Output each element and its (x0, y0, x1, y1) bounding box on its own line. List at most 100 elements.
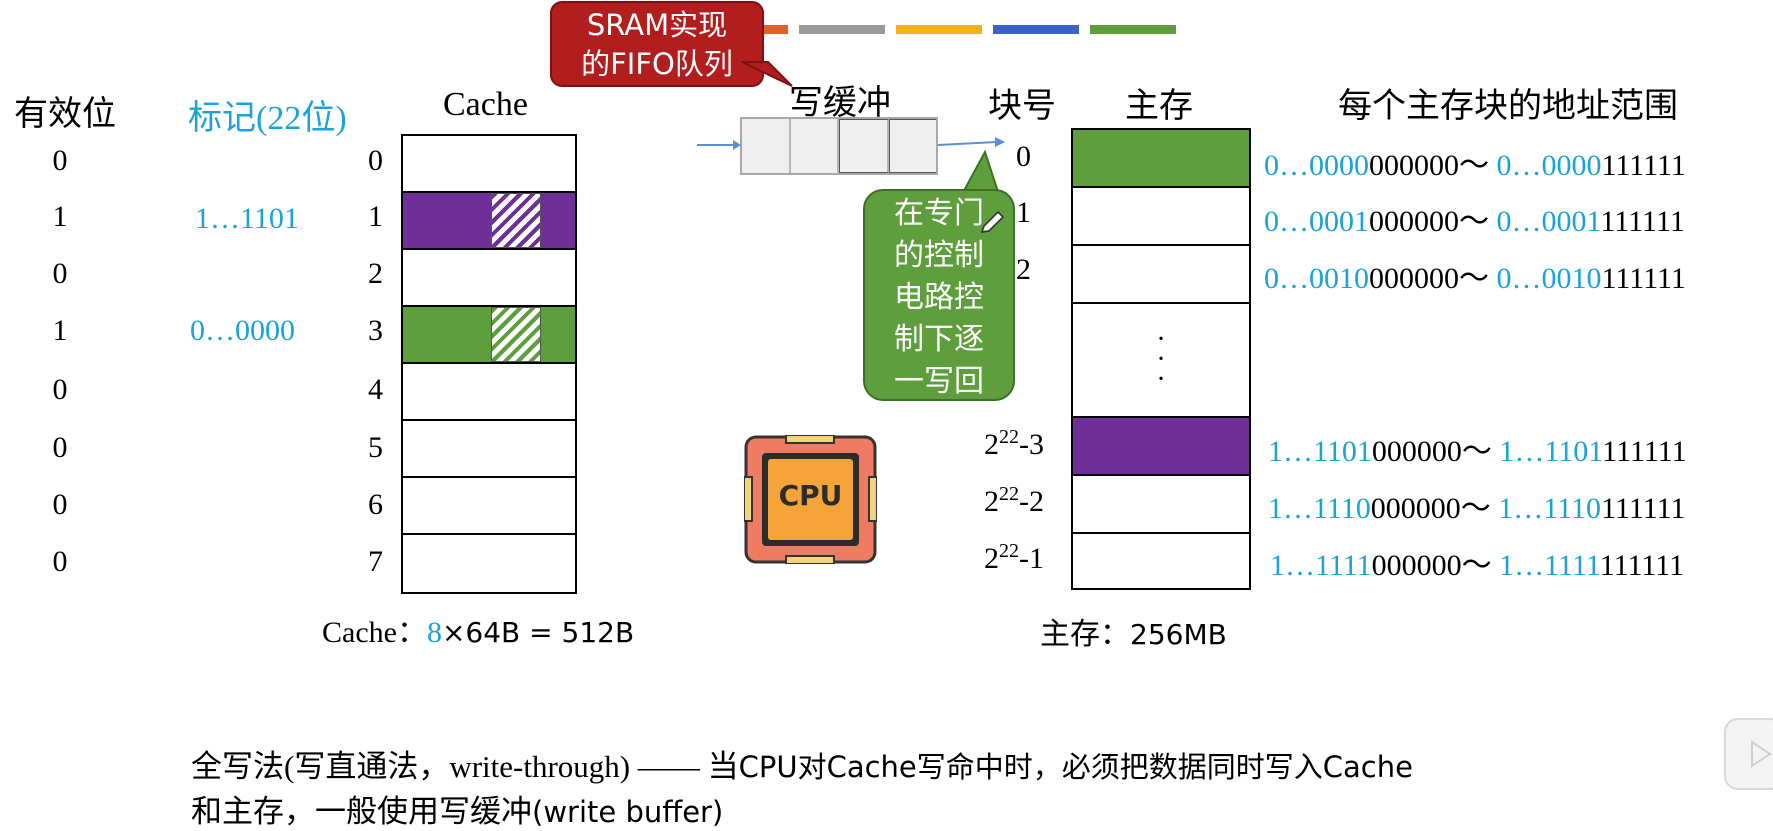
range-high-bits: 1…1110 (1268, 492, 1371, 525)
write-buffer (740, 117, 938, 175)
memory-block-n3 (1073, 418, 1249, 476)
control-callout-line: 一写回 (894, 364, 984, 399)
valid-bit-6: 0 (52, 488, 68, 521)
cache-table (401, 134, 577, 594)
valid-bit-0: 0 (52, 144, 68, 177)
range-high-bits: 1…1110 (1498, 492, 1602, 525)
description-text: CPU对Cache写命中时，必须把数据同时写入Cache (738, 750, 1413, 784)
pencil-icon (980, 210, 1005, 233)
cache-line-count: 8 (426, 616, 442, 649)
description-text: 全写法(写直通法，write-through) —— 当 (191, 749, 739, 784)
write-buffer-slot-purple (839, 119, 889, 173)
play-button[interactable] (1724, 718, 1773, 790)
range-low-bits: 000000～ (1369, 262, 1497, 295)
range-low-bits: 111111 (1601, 149, 1686, 182)
block-number-0: 0 (1016, 140, 1031, 173)
range-high-bits: 0…0001 (1496, 205, 1601, 238)
sram-callout-line2: 的FIFO队列 (581, 47, 733, 81)
valid-bit-7: 0 (52, 545, 68, 578)
dirty-block-hatch (491, 193, 541, 248)
control-callout-line: 电路控 (894, 280, 984, 315)
tag-row-1: 1…1101 (195, 202, 299, 235)
block-number-base: 2 (984, 485, 999, 518)
cpu-icon: CPU (744, 435, 877, 564)
range-low-bits: 111111 (1601, 492, 1686, 525)
memory-block-1 (1073, 188, 1249, 246)
block-number-n2: 222-2 (984, 483, 1044, 519)
block-number-offset: -1 (1019, 542, 1044, 575)
cpu-label: CPU (778, 479, 843, 512)
range-high-bits: 1…1101 (1268, 435, 1372, 468)
memory-block-2 (1073, 246, 1249, 304)
range-high-bits: 0…0010 (1264, 262, 1369, 295)
cache-caption-suffix: ×64B = 512B (441, 616, 635, 649)
range-high-bits: 1…1111 (1270, 549, 1372, 582)
block-number-base: 2 (984, 428, 999, 461)
address-range-2: 0…0010000000～ 0…0010111111 (1264, 253, 1686, 297)
write-through-description-line2: 和主存，一般使用写缓冲(write buffer) (191, 786, 723, 831)
block-number-header: 块号 (988, 88, 1056, 125)
valid-bit-header: 有效位 (14, 96, 116, 133)
control-callout-line: 在专门 (894, 196, 984, 231)
cache-index-5: 5 (368, 431, 383, 464)
range-high-bits: 0…0001 (1264, 205, 1369, 238)
cache-line-1 (403, 193, 575, 250)
main-memory-header: 主存 (1125, 88, 1193, 125)
memory-block-ellipsis: ··· (1073, 304, 1249, 418)
range-low-bits: 111111 (1601, 262, 1686, 295)
sram-fifo-callout: SRAM实现 的FIFO队列 (550, 1, 764, 87)
range-high-bits: 0…0010 (1496, 262, 1602, 295)
memory-caption-value: 256MB (1130, 618, 1227, 651)
cache-line-2 (403, 250, 575, 307)
color-strip-gray (799, 25, 885, 34)
cache-index-7: 7 (368, 545, 383, 578)
block-number-exponent: 22 (999, 540, 1019, 562)
write-buffer-slot-empty (790, 119, 839, 173)
address-range-n1: 1…1111000000～ 1…1111111111 (1270, 540, 1684, 584)
block-number-n3: 222-3 (984, 426, 1044, 462)
cache-line-7 (403, 535, 575, 592)
valid-bit-3: 1 (52, 314, 68, 347)
range-low-bits: 111111 (1600, 549, 1685, 582)
range-high-bits: 0…0000 (1496, 149, 1602, 182)
block-number-1: 1 (1016, 196, 1031, 229)
address-range-header: 每个主存块的地址范围 (1338, 88, 1678, 125)
valid-bit-5: 0 (52, 431, 68, 464)
write-through-description-line1: 全写法(写直通法，write-through) —— 当CPU对Cache写命中… (191, 741, 1413, 786)
block-number-offset: -2 (1019, 485, 1044, 518)
block-number-offset: -3 (1019, 428, 1044, 461)
play-icon (1751, 740, 1772, 768)
valid-bit-4: 0 (52, 373, 68, 406)
cache-index-1: 1 (368, 200, 383, 233)
memory-block-n2 (1073, 476, 1249, 534)
range-low-bits: 000000～ (1370, 492, 1499, 525)
cache-index-6: 6 (368, 488, 383, 521)
range-low-bits: 000000～ (1371, 549, 1500, 582)
tag-header: 标记(22位) (188, 100, 347, 137)
vertical-ellipsis: ··· (1156, 324, 1166, 395)
memory-block-n1 (1073, 534, 1249, 588)
cache-caption-prefix: Cache： (322, 616, 427, 649)
control-callout-line: 制下逐 (894, 322, 984, 357)
address-range-n2: 1…1110000000～ 1…1110111111 (1268, 483, 1686, 527)
description-text: 和主存，一般使用写缓冲 (191, 794, 532, 829)
range-low-bits: 111111 (1600, 205, 1685, 238)
memory-size-caption: 主存：256MB (1040, 609, 1227, 653)
cache-line-5 (403, 421, 575, 478)
write-buffer-slot-empty (742, 119, 791, 173)
memory-caption-prefix: 主存： (1040, 618, 1130, 651)
color-strip-green (1090, 25, 1176, 34)
range-low-bits: 111111 (1602, 435, 1687, 468)
write-buffer-header: 写缓冲 (789, 85, 891, 122)
block-number-2: 2 (1016, 253, 1031, 286)
memory-block-0 (1073, 130, 1249, 188)
cache-header: Cache (443, 86, 528, 123)
cache-index-0: 0 (368, 144, 383, 177)
valid-bit-1: 1 (52, 200, 68, 233)
address-range-n3: 1…1101000000～ 1…1101111111 (1268, 426, 1687, 470)
range-low-bits: 000000～ (1369, 149, 1497, 182)
sram-callout-line1: SRAM实现 (586, 8, 728, 42)
cache-line-3 (403, 307, 575, 364)
block-number-exponent: 22 (999, 426, 1019, 448)
range-low-bits: 000000～ (1371, 435, 1500, 468)
